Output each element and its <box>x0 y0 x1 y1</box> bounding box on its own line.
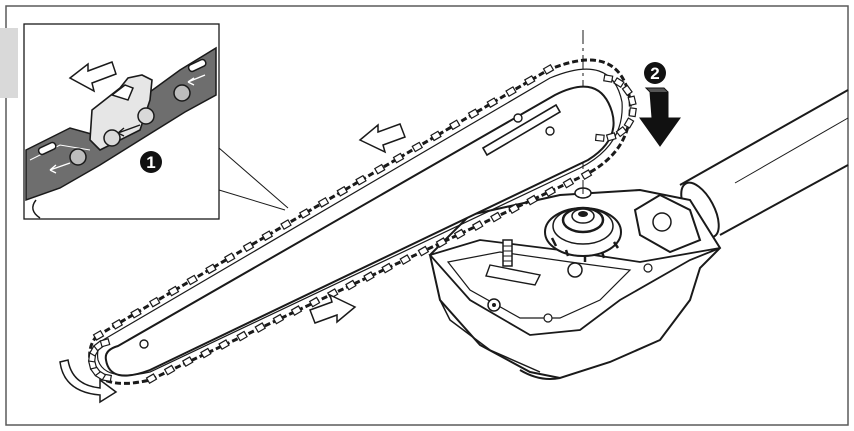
chain-tooth <box>242 241 255 253</box>
inset-chain-links <box>25 46 217 219</box>
chain-tooth <box>223 252 236 264</box>
chain-tooth <box>130 307 142 319</box>
chain-tooth <box>280 219 292 230</box>
saw-chain <box>88 58 632 385</box>
chain-tooth <box>111 318 124 330</box>
chain-tooth <box>467 108 480 120</box>
chain-tooth <box>562 177 575 189</box>
chain-tooth <box>430 130 442 142</box>
chain-tooth <box>92 329 105 341</box>
chain-tooth <box>163 364 176 376</box>
chain-teeth <box>87 63 637 385</box>
chain-tooth <box>471 220 484 232</box>
chain-tooth <box>236 330 248 342</box>
chain-tooth <box>411 141 424 153</box>
rotation-arrow-icon <box>59 359 118 404</box>
chain-tooth <box>373 163 386 175</box>
inset-detail: 1 <box>23 23 289 220</box>
chain-tooth <box>623 117 635 129</box>
chain-tooth <box>99 337 111 348</box>
chain-tooth <box>621 84 633 97</box>
inset-leader-line <box>218 147 289 209</box>
chain-tooth <box>308 296 321 308</box>
chain-tooth <box>167 285 180 297</box>
chain-tooth <box>526 194 538 206</box>
chain-direction-arrow-icon <box>68 61 117 93</box>
arrow-top-face <box>644 87 669 93</box>
chain-tooth <box>298 208 311 219</box>
drive-sprocket <box>544 187 622 262</box>
chain-tooth <box>605 132 617 142</box>
push-down-arrow-icon <box>639 91 681 147</box>
guide-bar <box>104 85 615 377</box>
chain-tooth <box>290 305 303 317</box>
chain-tooth <box>523 75 536 86</box>
chain-tooth <box>508 203 520 215</box>
chain-tooth <box>603 74 614 83</box>
chain-direction-arrow-icon <box>358 123 406 154</box>
chain-tooth <box>317 196 330 208</box>
svg-text:2: 2 <box>650 64 659 83</box>
chain-tooth <box>272 313 285 325</box>
chain-tooth <box>381 262 393 274</box>
chain-tooth <box>345 279 357 291</box>
chain-direction-arrow-icon <box>309 293 357 324</box>
chain-tooth <box>486 97 499 109</box>
chain-tooth <box>186 274 199 286</box>
chain-tooth <box>615 125 628 138</box>
chain-tooth <box>580 169 593 181</box>
chain-tooth <box>448 119 461 131</box>
chain-tooth <box>399 254 412 266</box>
chain-tooth <box>145 373 158 385</box>
chain-tooth <box>505 86 517 97</box>
chain-tooth <box>628 107 637 118</box>
chain-tooth <box>200 347 212 359</box>
callout-1: 1 <box>140 151 162 173</box>
bar-stud-bolt <box>502 239 513 267</box>
chain-tooth <box>254 322 267 334</box>
chain-tooth <box>435 237 448 249</box>
chain-tooth <box>627 95 637 107</box>
chain-tooth <box>417 245 430 257</box>
gear-housing <box>428 188 722 380</box>
chain-tooth <box>355 174 367 186</box>
chain-tooth <box>205 263 217 275</box>
callout-2: 2 <box>644 62 666 84</box>
inset-leader-line <box>218 189 286 211</box>
chain-tooth <box>148 296 161 308</box>
side-tab <box>0 28 18 98</box>
chain-tooth <box>336 185 349 197</box>
chain-tooth <box>490 211 502 223</box>
chain-tooth <box>544 186 557 198</box>
chain-tooth <box>392 152 405 164</box>
svg-text:1: 1 <box>146 153 155 172</box>
chain-tooth <box>542 63 555 75</box>
chain-tooth <box>218 339 230 351</box>
chain-tooth <box>363 271 375 283</box>
chain-tooth <box>594 133 605 142</box>
chain-tooth <box>181 356 194 368</box>
chain-tooth <box>453 228 466 240</box>
chain-tooth <box>613 77 625 89</box>
chain-tooth <box>261 230 274 242</box>
